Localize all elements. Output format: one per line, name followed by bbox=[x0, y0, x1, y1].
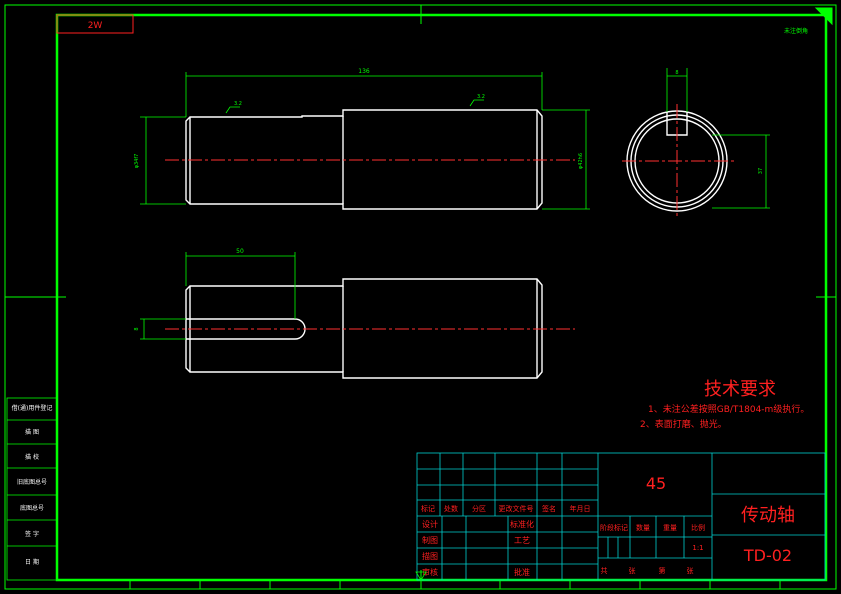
stage-header-3: 重量 bbox=[663, 524, 677, 532]
keyway-dimensions bbox=[140, 252, 296, 340]
title-drawing-no: TD-02 bbox=[743, 546, 792, 565]
bottom-ticks bbox=[129, 580, 781, 589]
dim-keyway-width: 8 bbox=[134, 327, 140, 330]
title-part-name: 传动轴 bbox=[741, 505, 795, 526]
stage-header-1: 阶段标记 bbox=[600, 523, 628, 532]
title-block-grid bbox=[416, 452, 826, 581]
front-dimensions bbox=[140, 72, 590, 210]
tech-requirement-1: 1、未注公差按照GB/T1804-m级执行。 bbox=[648, 403, 809, 415]
mid-label-approve: 批准 bbox=[514, 567, 530, 577]
stage-header-4: 比例 bbox=[691, 523, 705, 532]
mid-label-standard: 标准化 bbox=[510, 519, 534, 529]
side-label-3: 描 校 bbox=[25, 453, 39, 461]
sheet-info-1: 共 bbox=[601, 566, 608, 575]
sheet-info-3: 第 bbox=[659, 566, 666, 575]
side-label-7: 日 期 bbox=[25, 558, 39, 566]
rev-header-1: 标记 bbox=[421, 504, 435, 513]
title-material: 45 bbox=[646, 474, 666, 493]
corner-stamp-text: 2W bbox=[88, 21, 103, 31]
side-label-1: 借(通)用件登记 bbox=[12, 404, 53, 412]
stage-header-2: 数量 bbox=[636, 523, 650, 532]
side-label-4: 旧底图总号 bbox=[17, 478, 47, 486]
mid-label-process: 工艺 bbox=[514, 536, 530, 545]
row-label-review: 审核 bbox=[422, 567, 438, 577]
outer-frame bbox=[4, 4, 837, 590]
dim-keyway-length: 50 bbox=[236, 248, 244, 255]
corner-stamp-box bbox=[56, 14, 134, 34]
tech-requirement-2: 2、表面打磨、抛光。 bbox=[640, 418, 727, 430]
rev-header-3: 分区 bbox=[472, 504, 486, 513]
dim-roughness-left: 3.2 bbox=[234, 101, 242, 107]
dim-section-depth: 37 bbox=[758, 168, 764, 174]
section-dimensions bbox=[666, 68, 770, 209]
top-right-note: 未注倒角 bbox=[784, 27, 808, 35]
row-label-draw: 制图 bbox=[422, 535, 438, 545]
side-label-5: 底图总号 bbox=[20, 504, 44, 512]
tech-requirements-title: 技术要求 bbox=[704, 379, 776, 400]
dim-overall-length: 136 bbox=[358, 68, 370, 75]
sheet-info-2: 张 bbox=[629, 566, 636, 575]
side-label-6: 签 字 bbox=[25, 530, 39, 538]
inner-frame bbox=[55, 13, 828, 582]
sheet-info-4: 张 bbox=[687, 566, 694, 575]
side-table bbox=[6, 397, 58, 581]
rev-header-4: 更改文件号 bbox=[499, 504, 534, 513]
dim-roughness-right: 3.2 bbox=[477, 94, 485, 100]
rev-header-5: 签名 bbox=[542, 504, 556, 513]
row-label-design: 设计 bbox=[422, 519, 438, 529]
centering-marks bbox=[5, 5, 836, 589]
rev-header-6: 年月日 bbox=[570, 504, 591, 513]
bottom-marker bbox=[415, 571, 427, 581]
dim-left-diameter: φ34f7 bbox=[134, 154, 140, 169]
side-label-2: 描 图 bbox=[25, 428, 39, 436]
rev-header-2: 处数 bbox=[444, 504, 458, 513]
dim-right-diameter: φ42h6 bbox=[578, 153, 584, 169]
dim-section-key-width: 8 bbox=[675, 70, 678, 76]
section-centerlines bbox=[622, 104, 734, 218]
row-label-trace: 描图 bbox=[422, 551, 438, 561]
title-scale: 1:1 bbox=[692, 544, 703, 552]
